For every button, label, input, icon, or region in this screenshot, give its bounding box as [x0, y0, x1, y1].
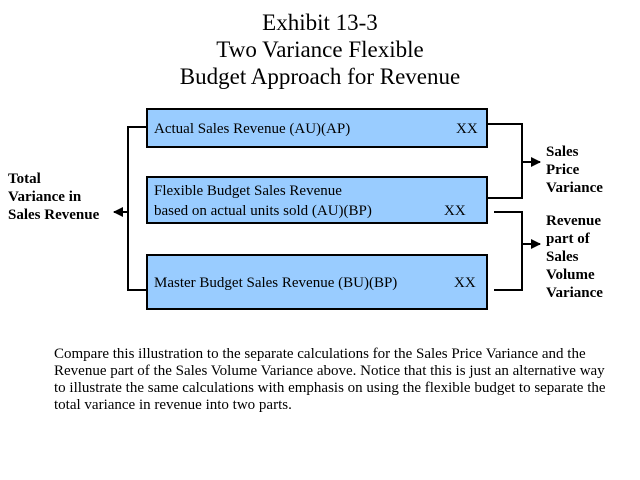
- volume-variance-label-line: Variance: [546, 285, 603, 301]
- flexible-budget-revenue-label-line-2: based on actual units sold (AU)(BP): [154, 203, 372, 219]
- price-variance-label-line: Variance: [546, 180, 603, 196]
- total-variance-label: Total Variance in Sales Revenue: [8, 170, 99, 224]
- master-budget-revenue-value: XX: [454, 275, 476, 291]
- volume-variance-label-line: Volume: [546, 267, 595, 283]
- diagram-title-line-3: Budget Approach for Revenue: [179, 64, 461, 89]
- volume-variance-label-line: Revenue: [546, 213, 601, 229]
- volume-variance-bracket: [494, 211, 523, 291]
- left-bracket: [127, 126, 146, 291]
- diagram-title-line-2: Two Variance Flexible: [216, 37, 424, 62]
- sales-volume-variance-label: Revenue part of Sales Volume Variance: [546, 212, 603, 302]
- explanatory-note: Compare this illustration to the separat…: [54, 346, 606, 413]
- actual-sales-revenue-value: XX: [456, 121, 478, 137]
- total-variance-label-line: Variance in: [8, 189, 82, 205]
- master-budget-revenue-label: Master Budget Sales Revenue (BU)(BP): [154, 275, 398, 291]
- flexible-budget-revenue-label-line-1: Flexible Budget Sales Revenue: [154, 183, 342, 199]
- actual-sales-revenue-box: Actual Sales Revenue (AU)(AP) XX: [146, 108, 488, 148]
- price-variance-label-line: Sales: [546, 144, 579, 160]
- actual-sales-revenue-label: Actual Sales Revenue (AU)(AP): [154, 121, 351, 137]
- exhibit-number: Exhibit 13-3: [262, 10, 378, 35]
- flexible-budget-revenue-value: XX: [444, 203, 466, 219]
- volume-variance-label-line: part of: [546, 231, 590, 247]
- total-variance-label-line: Total: [8, 171, 41, 187]
- price-variance-bracket: [488, 123, 523, 199]
- sales-price-variance-label: Sales Price Variance: [546, 143, 603, 197]
- volume-variance-label-line: Sales: [546, 249, 579, 265]
- total-variance-label-line: Sales Revenue: [8, 207, 100, 223]
- flexible-budget-revenue-box: Flexible Budget Sales Revenue based on a…: [146, 176, 488, 224]
- master-budget-revenue-box: Master Budget Sales Revenue (BU)(BP) XX: [146, 254, 488, 310]
- price-variance-label-line: Price: [546, 162, 580, 178]
